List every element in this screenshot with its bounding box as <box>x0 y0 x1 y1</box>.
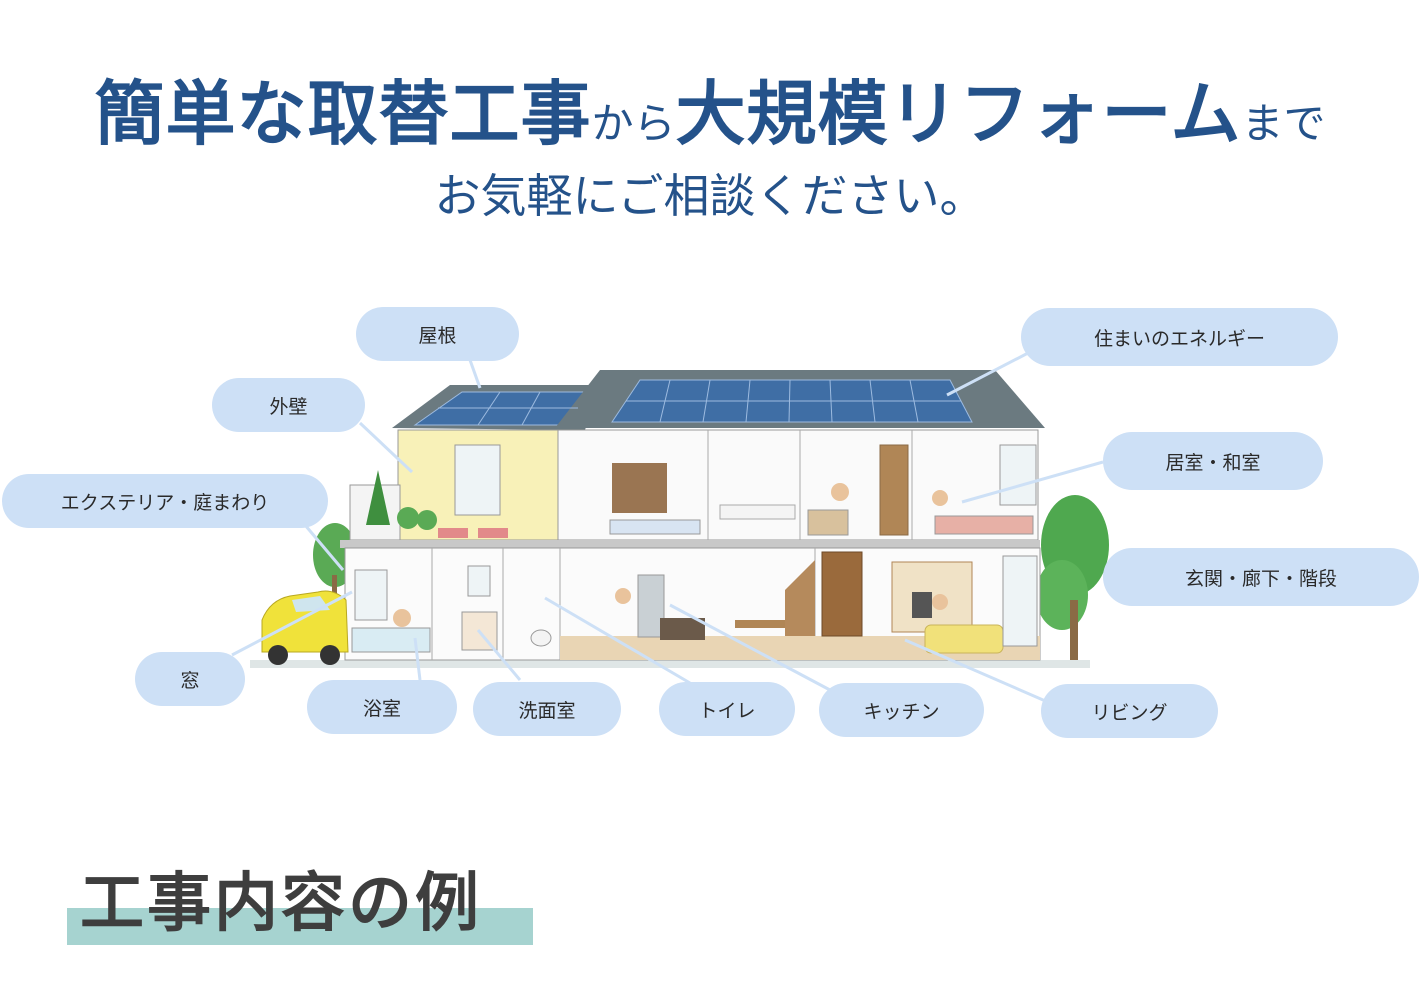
kitchen-counter <box>660 618 705 640</box>
staircase <box>785 560 815 636</box>
fridge <box>637 574 665 638</box>
japanese-room-floor <box>934 515 1034 535</box>
section-title: 工事内容の例 <box>80 867 482 941</box>
upper-floor-walls <box>707 430 913 540</box>
tree-right <box>1036 495 1109 660</box>
label-exterior[interactable]: エクステリア・庭まわり <box>2 474 328 528</box>
label-rooms[interactable]: 居室・和室 <box>1103 432 1323 490</box>
headline: 簡単な取替工事から大規模リフォームまで <box>0 58 1420 159</box>
label-kitchen[interactable]: キッチン <box>819 683 984 737</box>
label-toilet[interactable]: トイレ <box>659 682 795 736</box>
toilet-fixture <box>530 629 552 647</box>
floor-slab <box>340 540 1040 548</box>
tv <box>912 592 932 618</box>
person-upstairs <box>831 483 849 501</box>
child-upstairs <box>932 490 948 506</box>
label-roof[interactable]: 屋根 <box>356 307 519 361</box>
headline-part-2: から <box>591 99 676 148</box>
upper-right-window <box>999 444 1037 506</box>
wardrobe-upper <box>879 444 909 536</box>
closet <box>612 463 667 513</box>
living-window <box>1002 555 1038 647</box>
mirror <box>467 565 491 597</box>
label-bathroom[interactable]: 浴室 <box>307 680 457 734</box>
stair-opening <box>719 504 796 520</box>
leader-lines <box>231 350 1104 705</box>
desk <box>807 509 849 536</box>
label-window[interactable]: 窓 <box>135 652 245 706</box>
headline-part-4: まで <box>1241 99 1326 148</box>
ground <box>250 660 1090 668</box>
headline-part-1: 簡単な取替工事 <box>94 73 592 155</box>
label-energy[interactable]: 住まいのエネルギー <box>1021 308 1338 366</box>
entrance-door <box>821 551 863 637</box>
label-outer-wall[interactable]: 外壁 <box>212 378 365 432</box>
headline-part-3: 大規模リフォーム <box>675 73 1242 155</box>
label-entrance[interactable]: 玄関・廊下・階段 <box>1103 548 1419 606</box>
bed <box>609 519 701 535</box>
person-kitchen <box>615 588 631 604</box>
label-living[interactable]: リビング <box>1041 684 1218 738</box>
person-bath <box>393 609 411 627</box>
balcony-plants <box>366 470 508 538</box>
person-living <box>932 594 948 610</box>
panel-grid <box>438 379 961 426</box>
subline: お気軽にご相談ください。 <box>434 169 986 223</box>
upper-left-window <box>454 444 501 516</box>
sofa <box>924 624 1004 654</box>
window-lower <box>354 569 388 621</box>
bathtub <box>351 627 431 653</box>
dining-table <box>735 620 790 628</box>
section-title-underline <box>67 908 533 945</box>
label-washroom[interactable]: 洗面室 <box>473 682 621 736</box>
